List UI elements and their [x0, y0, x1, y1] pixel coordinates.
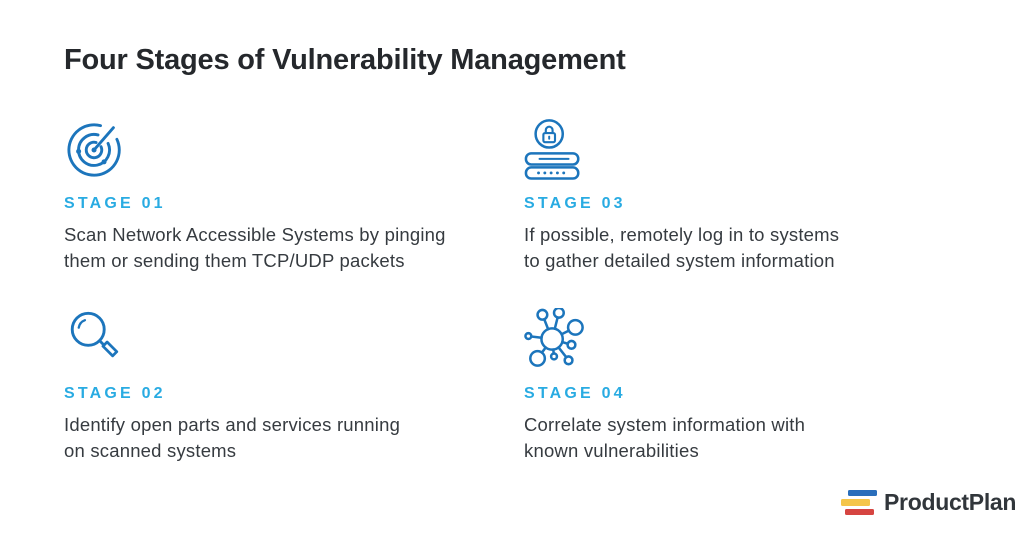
stage-04-desc-line-2: known vulnerabilities	[524, 440, 699, 461]
stage-03-desc-line-1: If possible, remotely log in to systems	[524, 224, 840, 245]
stage-04-desc-line-1: Correlate system information with	[524, 414, 806, 435]
stage-04-card: STAGE 04 Correlate system information wi…	[524, 308, 960, 464]
stage-04-label: STAGE 04	[524, 385, 626, 402]
secure-login-icon	[524, 118, 588, 182]
stage-01-desc-line-1: Scan Network Accessible Systems by pingi…	[64, 224, 446, 245]
stage-01-desc-line-2: them or sending them TCP/UDP packets	[64, 250, 405, 271]
stage-02-card: STAGE 02 Identify open parts and service…	[64, 308, 524, 464]
stage-grid: STAGE 01 Scan Network Accessible Systems…	[64, 118, 960, 464]
stage-01-description: Scan Network Accessible Systems by pingi…	[64, 222, 524, 274]
logo-bar-blue	[848, 489, 877, 496]
stage-04-description: Correlate system information with known …	[524, 412, 960, 464]
logo-bar-red	[845, 508, 874, 515]
stage-02-desc-line-2: on scanned systems	[64, 440, 237, 461]
stage-01-label: STAGE 01	[64, 195, 166, 212]
brand-name: ProductPlan	[884, 489, 1017, 515]
stage-01-card: STAGE 01 Scan Network Accessible Systems…	[64, 118, 524, 308]
radar-icon	[64, 118, 128, 182]
stage-02-label: STAGE 02	[64, 385, 166, 402]
stage-03-description: If possible, remotely log in to systems …	[524, 222, 960, 274]
stage-03-label: STAGE 03	[524, 195, 626, 212]
productplan-logo-mark-icon	[841, 489, 879, 516]
stage-02-description: Identify open parts and services running…	[64, 412, 524, 464]
productplan-logo: ProductPlan	[841, 489, 1016, 516]
page-title: Four Stages of Vulnerability Management	[64, 44, 626, 76]
stage-03-card: STAGE 03 If possible, remotely log in to…	[524, 118, 960, 308]
stage-03-desc-line-2: to gather detailed system information	[524, 250, 835, 271]
magnifying-glass-icon	[64, 308, 128, 372]
logo-bar-yellow	[841, 499, 870, 506]
network-nodes-icon	[524, 308, 588, 372]
stage-02-desc-line-1: Identify open parts and services running	[64, 414, 401, 435]
